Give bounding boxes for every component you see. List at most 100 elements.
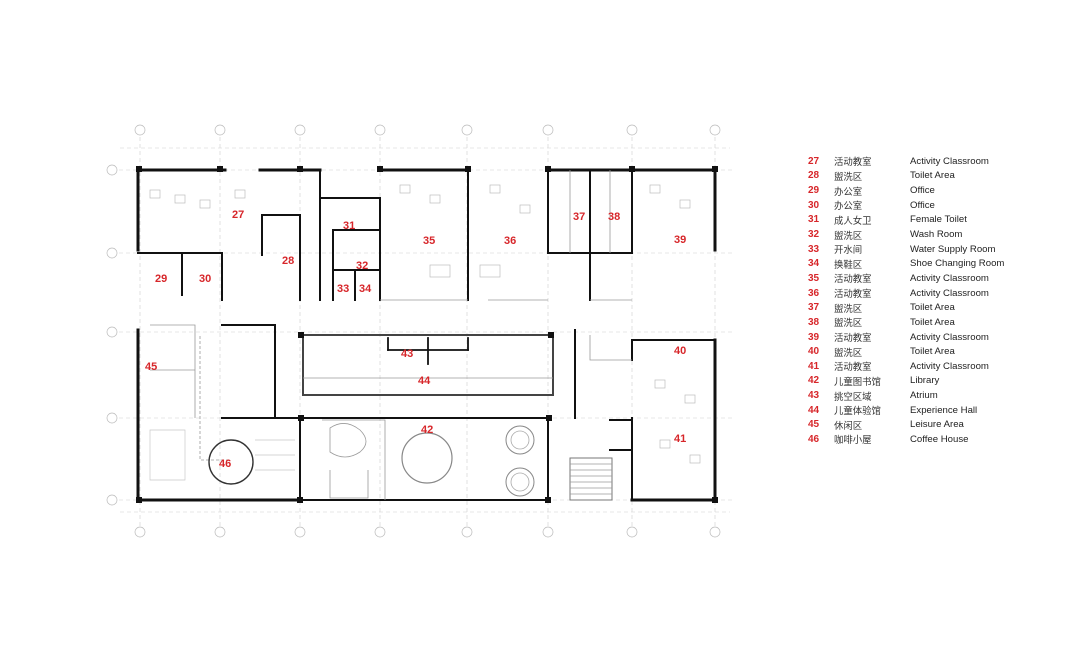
room-29-label: 29: [155, 273, 167, 285]
legend-chinese-name: 盥洗区: [834, 230, 863, 242]
structural-columns: [136, 166, 718, 503]
room-41-label: 41: [674, 433, 686, 445]
room-numbers: 27 28 29 30 31 32 33 34 35 36 37 38 39 4…: [145, 209, 686, 470]
legend-english-name: Activity Classroom: [910, 155, 989, 167]
legend-chinese-name: 成人女卫: [834, 215, 872, 227]
room-30-label: 30: [199, 273, 211, 285]
room-42-label: 42: [421, 424, 433, 436]
legend-row: 34 换鞋区 Shoe Changing Room: [808, 256, 1048, 271]
legend-number: 46: [808, 433, 820, 445]
legend-number: 27: [808, 155, 820, 167]
legend-chinese-name: 办公室: [834, 186, 863, 198]
legend-chinese-name: 儿童图书馆: [834, 376, 881, 388]
room-37-label: 37: [573, 211, 585, 223]
legend-english-name: Activity Classroom: [910, 287, 989, 299]
legend-row: 40 盥洗区 Toilet Area: [808, 344, 1048, 359]
room-39-label: 39: [674, 234, 686, 246]
room-40-label: 40: [674, 345, 686, 357]
floor-plan: 27 28 29 30 31 32 33 34 35 36 37 38 39 4…: [106, 124, 735, 538]
room-34-label: 34: [359, 283, 372, 295]
legend-chinese-name: 盥洗区: [834, 171, 863, 183]
legend-number: 40: [808, 346, 820, 358]
legend-english-name: Library: [910, 375, 940, 387]
west-wing-walls: [149, 324, 301, 485]
legend-row: 44 儿童体验馆 Experience Hall: [808, 403, 1048, 418]
legend-english-name: Toilet Area: [910, 346, 955, 358]
legend-chinese-name: 盥洗区: [834, 303, 863, 315]
legend-english-name: Atrium: [910, 390, 938, 402]
legend-number: 33: [808, 243, 820, 255]
legend-chinese-name: 盥洗区: [834, 347, 863, 359]
room-32-label: 32: [356, 260, 368, 272]
legend-row: 30 办公室 Office: [808, 198, 1048, 213]
legend-chinese-name: 活动教室: [834, 289, 872, 301]
legend-english-name: Activity Classroom: [910, 331, 989, 343]
legend-english-name: Female Toilet: [910, 214, 967, 226]
room-38-label: 38: [608, 211, 620, 223]
legend-number: 28: [808, 170, 820, 182]
legend-number: 36: [808, 287, 820, 299]
legend-english-name: Activity Classroom: [910, 272, 989, 284]
legend-chinese-name: 咖啡小屋: [834, 435, 872, 447]
legend-row: 36 活动教室 Activity Classroom: [808, 286, 1048, 301]
legend-number: 41: [808, 360, 820, 372]
room-35-label: 35: [423, 235, 435, 247]
legend-row: 31 成人女卫 Female Toilet: [808, 213, 1048, 228]
room-28-label: 28: [282, 255, 294, 267]
legend-chinese-name: 休闲区: [834, 420, 863, 432]
library-walls: [299, 417, 549, 501]
legend-english-name: Wash Room: [910, 229, 963, 241]
legend-chinese-name: 挑空区域: [834, 391, 872, 403]
legend-row: 42 儿童图书馆 Library: [808, 374, 1048, 389]
legend-chinese-name: 盥洗区: [834, 318, 863, 330]
legend-chinese-name: 活动教室: [834, 362, 872, 374]
room-46-label: 46: [219, 458, 231, 470]
east-wing-walls: [569, 329, 716, 501]
north-wing-walls: [137, 169, 633, 301]
room-31-label: 31: [343, 220, 355, 232]
room-43-label: 43: [401, 348, 413, 360]
legend-number: 38: [808, 316, 820, 328]
legend-number: 42: [808, 375, 820, 387]
legend-row: 28 盥洗区 Toilet Area: [808, 169, 1048, 184]
legend-row: 37 盥洗区 Toilet Area: [808, 300, 1048, 315]
legend-english-name: Toilet Area: [910, 170, 955, 182]
legend-number: 43: [808, 390, 820, 402]
legend-chinese-name: 办公室: [834, 201, 863, 213]
legend-chinese-name: 开水间: [834, 245, 863, 257]
legend-row: 33 开水间 Water Supply Room: [808, 242, 1048, 257]
legend-english-name: Toilet Area: [910, 302, 955, 314]
legend-number: 31: [808, 214, 820, 226]
legend-english-name: Toilet Area: [910, 316, 955, 328]
legend-number: 30: [808, 199, 820, 211]
legend-row: 38 盥洗区 Toilet Area: [808, 315, 1048, 330]
room-44-label: 44: [418, 375, 431, 387]
furniture: [149, 184, 701, 464]
legend-english-name: Experience Hall: [910, 404, 978, 416]
legend-chinese-name: 活动教室: [834, 274, 872, 286]
legend-number: 37: [808, 302, 820, 314]
legend-english-name: Leisure Area: [910, 419, 964, 431]
grid-lines: [112, 130, 735, 530]
legend-number: 34: [808, 258, 820, 270]
legend-number: 29: [808, 185, 820, 197]
legend-english-name: Water Supply Room: [910, 243, 996, 255]
legend-chinese-name: 换鞋区: [834, 259, 863, 271]
room-33-label: 33: [337, 283, 349, 295]
room-36-label: 36: [504, 235, 516, 247]
legend-english-name: Shoe Changing Room: [910, 258, 1005, 270]
legend-english-name: Office: [910, 199, 935, 211]
legend-chinese-name: 儿童体验馆: [834, 406, 881, 418]
central-hall-walls: [302, 334, 554, 396]
legend-number: 35: [808, 272, 820, 284]
legend-row: 43 挑空区域 Atrium: [808, 388, 1048, 403]
legend-number: 44: [808, 404, 820, 416]
